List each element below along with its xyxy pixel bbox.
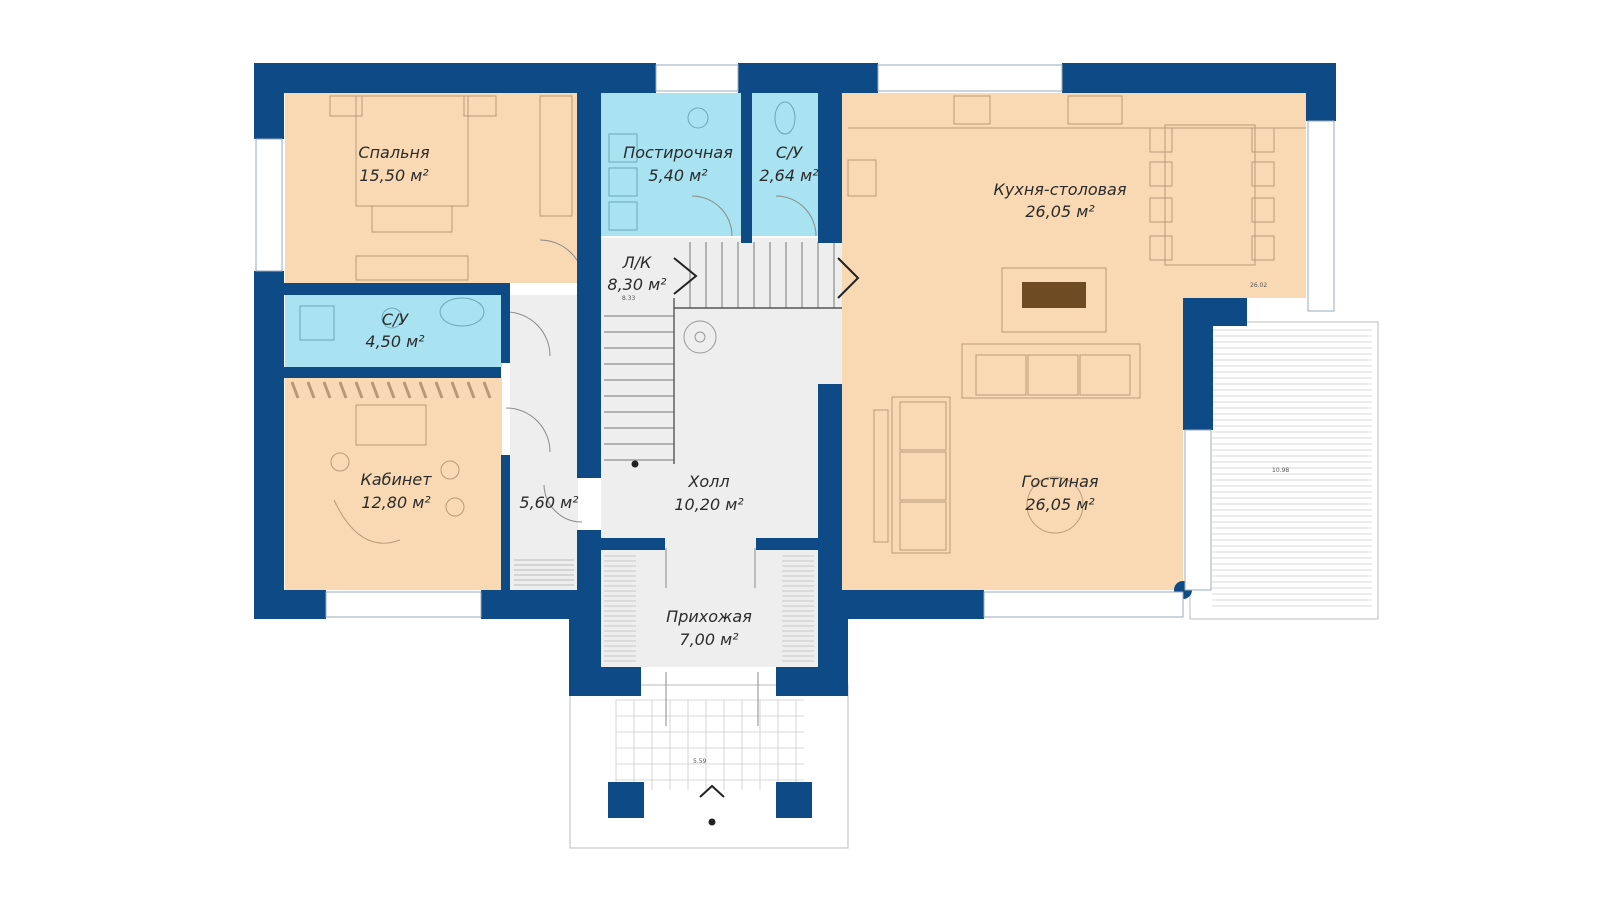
living-area: 26,05 м²	[1025, 495, 1095, 514]
laundry-area: 5,40 м²	[648, 166, 708, 185]
bedroom-floor	[285, 93, 577, 283]
office-name: Кабинет	[360, 470, 432, 489]
walls	[254, 63, 1336, 818]
stairs-area: 8,30 м²	[607, 275, 667, 294]
bathroom-name: С/У	[382, 310, 410, 329]
porch-point-icon	[708, 818, 716, 826]
stairs-dimension: 8.33	[622, 295, 636, 302]
entrance-floor	[601, 542, 818, 667]
bedroom-area: 15,50 м²	[359, 166, 429, 185]
terrace-dimension: 10.98	[1272, 467, 1289, 474]
windows	[255, 64, 1335, 618]
room-labels: Спальня 15,50 м² Постирочная 5,40 м² С/У…	[358, 143, 1267, 649]
entrance-name: Прихожая	[666, 607, 752, 626]
stair-arrow-icon	[837, 257, 860, 299]
bedroom-name: Спальня	[358, 143, 430, 162]
bathroom-area: 4,50 м²	[365, 332, 425, 351]
entrance-area: 7,00 м²	[679, 630, 739, 649]
kitchen-living-floor	[842, 93, 1306, 590]
stairs-name: Л/К	[622, 253, 652, 272]
porch: 5.59	[569, 684, 849, 849]
chandelier-icon	[683, 320, 717, 354]
porch-arrow-icon	[699, 784, 725, 798]
kitchen-area: 26,05 м²	[1025, 202, 1095, 221]
porch-dimension: 5.59	[693, 758, 707, 765]
corridor-area: 5,60 м²	[519, 493, 579, 512]
office-area: 12,80 м²	[361, 493, 431, 512]
stair-start-point-icon	[631, 460, 639, 468]
kitchen-dimension: 26.02	[1250, 282, 1267, 289]
corridor-floor	[510, 295, 578, 590]
stair-arrow-icon	[673, 257, 698, 295]
bathroom-floor	[285, 295, 502, 367]
furniture	[290, 95, 1306, 662]
wc-small-name: С/У	[776, 143, 804, 162]
wc-small-area: 2,64 м²	[759, 166, 819, 185]
laundry-floor	[601, 93, 741, 236]
room-floors	[285, 93, 1306, 667]
kitchen-name: Кухня-столовая	[994, 180, 1127, 199]
hall-area: 10,20 м²	[674, 495, 744, 514]
terrace: 10.98	[1189, 321, 1379, 620]
wc-small-floor	[752, 93, 818, 236]
staircase: 8.33	[604, 242, 860, 468]
hall-name: Холл	[687, 472, 729, 491]
office-floor	[285, 378, 502, 590]
living-name: Гостиная	[1021, 472, 1098, 491]
laundry-name: Постирочная	[623, 143, 733, 162]
